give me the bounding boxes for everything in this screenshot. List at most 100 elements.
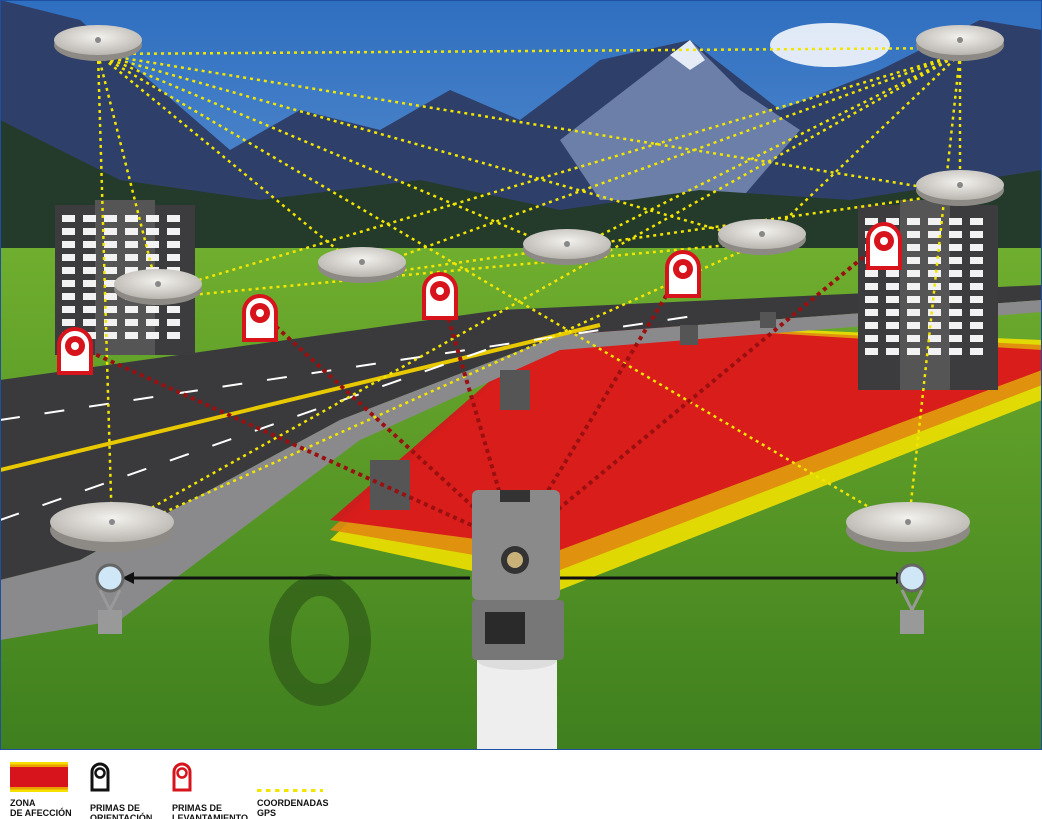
building-window: [907, 322, 920, 329]
building-window: [125, 215, 138, 222]
building-window: [167, 306, 180, 313]
gps-line: [361, 191, 961, 278]
survey-line: [513, 266, 685, 547]
legend-orientation-prisms: PRIMAS DE ORIENTACIÓN: [90, 762, 152, 819]
gps-line: [361, 52, 961, 272]
road: [0, 285, 1042, 640]
building-window: [865, 270, 878, 277]
building-window: [886, 322, 899, 329]
building-window: [146, 306, 159, 313]
building-window: [83, 319, 96, 326]
legend-survey-prisms: PRIMAS DE LEVANTAMIENTO: [172, 762, 248, 819]
gps-line: [157, 240, 763, 300]
building-window: [970, 270, 983, 277]
gps-antenna: [916, 25, 1004, 61]
legend-gps: COORDENADAS GPS: [257, 762, 329, 818]
building-window: [928, 244, 941, 251]
building-window: [865, 322, 878, 329]
building-window: [949, 244, 962, 251]
building-window: [865, 309, 878, 316]
building-window: [907, 218, 920, 225]
survey-prism: [242, 294, 278, 342]
building-window: [907, 270, 920, 277]
building-window: [886, 218, 899, 225]
building-window: [949, 348, 962, 355]
building-window: [146, 332, 159, 339]
building-window: [949, 283, 962, 290]
gps-antenna: [718, 219, 806, 255]
building-window: [125, 306, 138, 313]
building-window: [928, 296, 941, 303]
building-window: [949, 335, 962, 342]
building-window: [62, 293, 75, 300]
building-window: [928, 257, 941, 264]
building-window: [970, 244, 983, 251]
pipe: [269, 574, 371, 706]
gps-line: [97, 52, 568, 254]
gps-antenna: [318, 247, 406, 283]
gps-coordinate-lines: [96, 46, 962, 538]
building-window: [970, 296, 983, 303]
building-window: [907, 231, 920, 238]
building-window: [865, 283, 878, 290]
legend-zone: ZONA DE AFECCIÓN: [10, 762, 72, 818]
building-window: [970, 257, 983, 264]
building-window: [104, 267, 117, 274]
building-window: [125, 228, 138, 235]
building-window: [928, 348, 941, 355]
building-window: [907, 335, 920, 342]
legend-gps-label: COORDENADAS GPS: [257, 798, 329, 818]
building-window: [928, 335, 941, 342]
building-window: [146, 228, 159, 235]
building-window: [907, 296, 920, 303]
building-window: [886, 296, 899, 303]
building-window: [146, 254, 159, 261]
building-window: [970, 335, 983, 342]
building-window: [970, 231, 983, 238]
building-window: [146, 215, 159, 222]
building-window: [104, 254, 117, 261]
gps-line: [96, 53, 114, 531]
building-window: [167, 241, 180, 248]
building-window: [907, 348, 920, 355]
building-window: [83, 254, 96, 261]
building-window: [83, 293, 96, 300]
gps-line: [97, 52, 763, 244]
building-window: [865, 296, 878, 303]
building-window: [949, 270, 962, 277]
building-window: [949, 309, 962, 316]
gps-line: [566, 52, 961, 254]
survey-prism: [57, 327, 93, 375]
building-window: [865, 218, 878, 225]
survey-prism-icon: [172, 762, 192, 792]
building-window: [970, 348, 983, 355]
building-window: [62, 280, 75, 287]
building-window: [125, 319, 138, 326]
building-window: [62, 254, 75, 261]
survey-scene: [0, 0, 1042, 750]
legend-survey-label: PRIMAS DE LEVANTAMIENTO: [172, 803, 248, 819]
building-window: [146, 241, 159, 248]
building-window: [928, 231, 941, 238]
building-window: [167, 228, 180, 235]
building-window: [104, 319, 117, 326]
building-window: [104, 228, 117, 235]
building-window: [907, 244, 920, 251]
building-window: [83, 241, 96, 248]
building-window: [970, 283, 983, 290]
building-window: [907, 309, 920, 316]
gps-antenna: [523, 229, 611, 265]
building-window: [167, 319, 180, 326]
gps-line: [97, 52, 961, 195]
orientation-prism-icon: [90, 762, 110, 792]
building-window: [62, 241, 75, 248]
building-window: [886, 335, 899, 342]
gps-antenna: [114, 269, 202, 305]
building-window: [104, 293, 117, 300]
gps-antenna: [50, 502, 174, 552]
orientation-prism-right: [897, 563, 927, 634]
building-window: [949, 218, 962, 225]
building-window: [125, 241, 138, 248]
building-window: [949, 257, 962, 264]
